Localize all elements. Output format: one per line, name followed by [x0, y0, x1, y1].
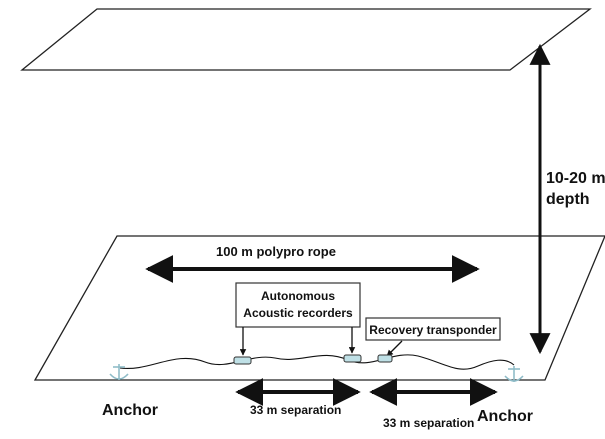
sea-surface-plane	[20, 8, 592, 71]
transponder-device-icon	[377, 354, 393, 363]
recorders-label-line2: Acoustic recorders	[243, 306, 353, 320]
separation-label-1: 33 m separation	[250, 403, 341, 417]
anchor-right-label: Anchor	[477, 408, 533, 425]
transponder-pointer	[386, 340, 403, 357]
depth-label-line1: 10-20 m	[546, 170, 605, 187]
anchor-icon	[109, 364, 129, 380]
recorder-device-icon	[233, 356, 252, 365]
depth-label-line2: depth	[546, 191, 590, 208]
rope-length-label: 100 m polypro rope	[216, 244, 336, 259]
anchor-icon	[504, 366, 524, 382]
transponder-callout-box	[365, 317, 501, 341]
recorder-device-icon	[343, 354, 362, 363]
recorders-callout-box	[235, 282, 361, 328]
anchor-left-label: Anchor	[102, 402, 158, 419]
recorders-label-line1: Autonomous	[261, 289, 335, 303]
transponder-label: Recovery transponder	[369, 323, 497, 337]
separation-label-2: 33 m separation	[383, 416, 474, 430]
